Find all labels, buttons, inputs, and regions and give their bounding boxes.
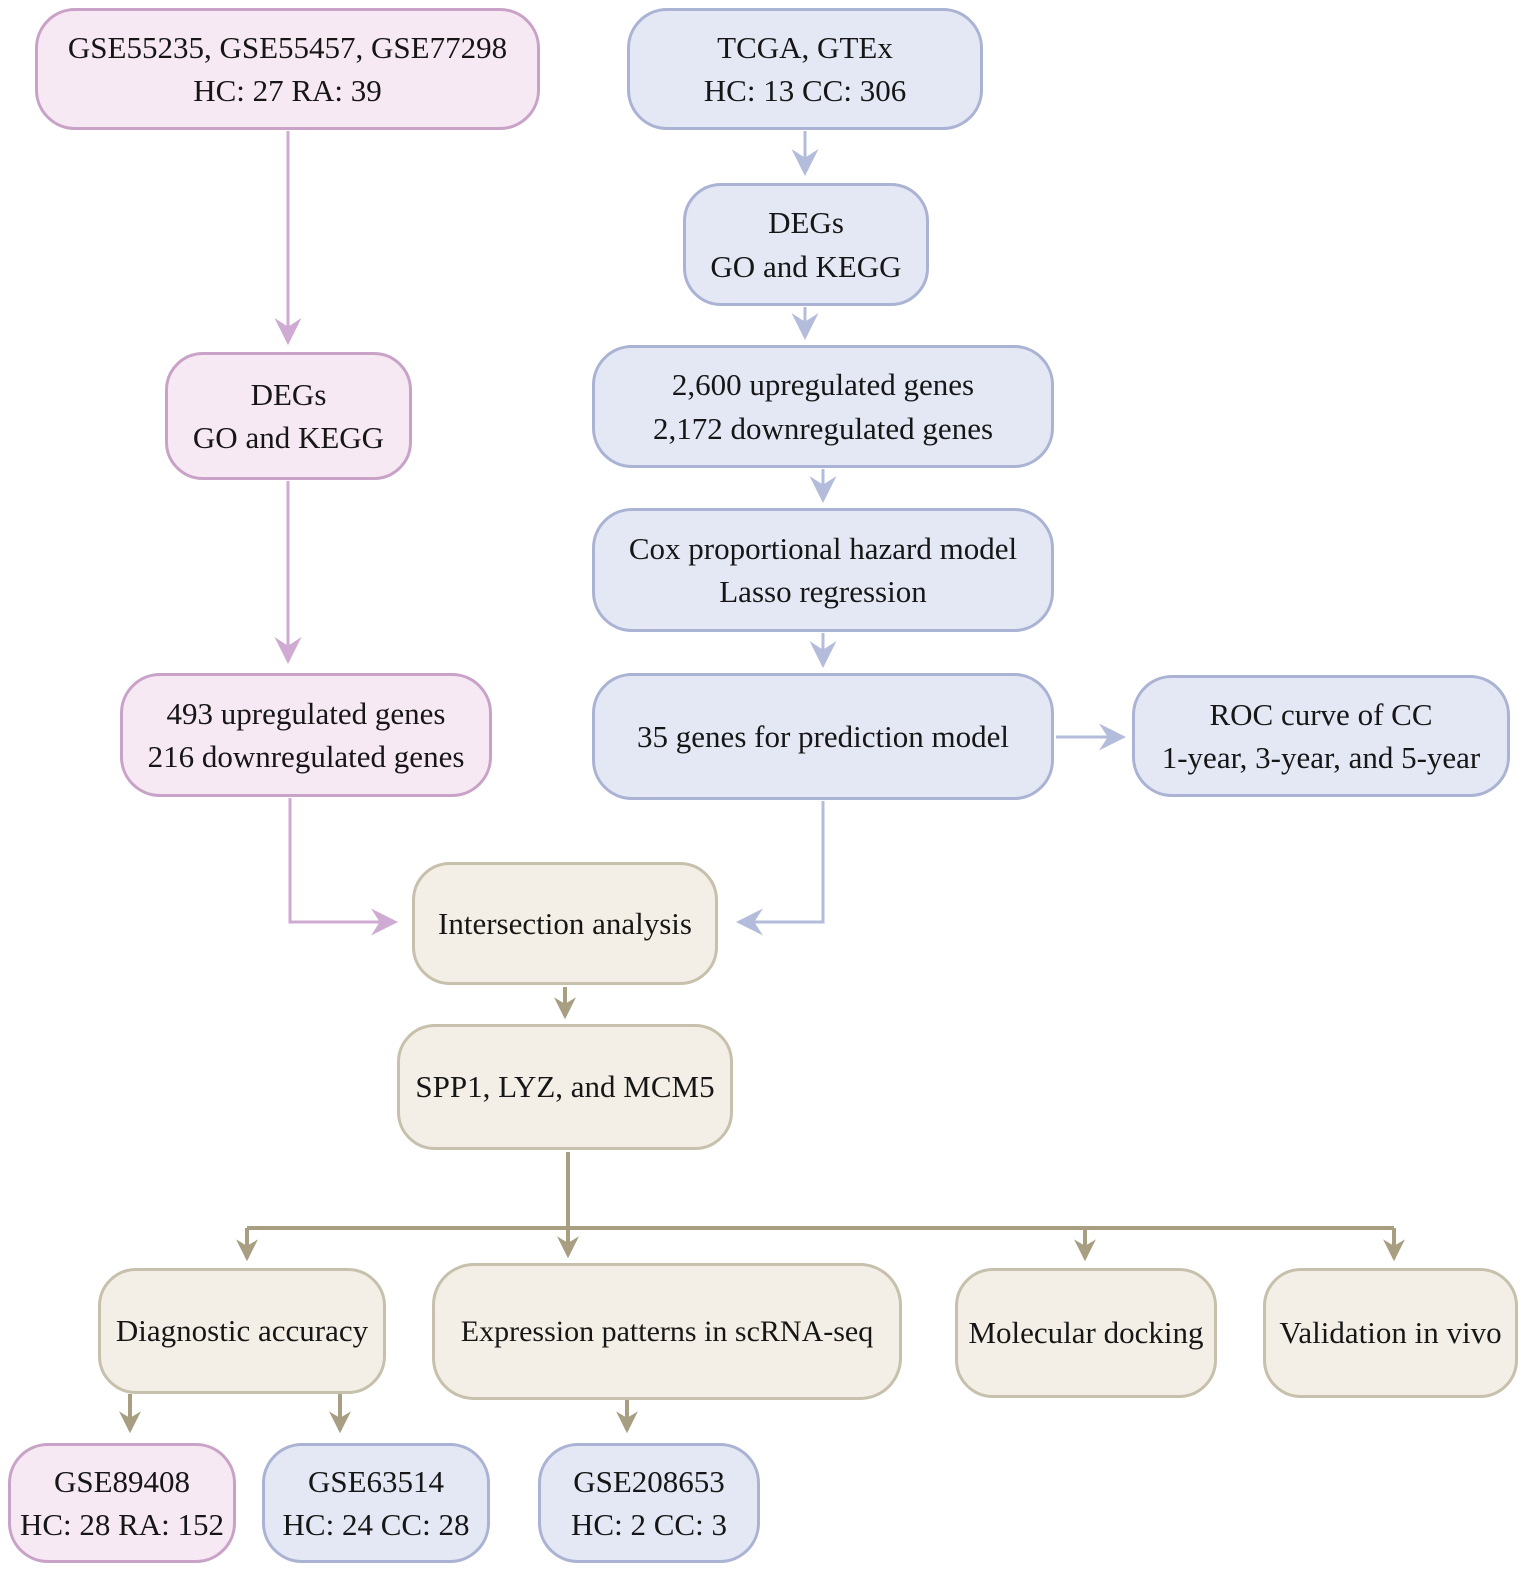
node-geo-ra-datasets-line2: HC: 27 RA: 39 (193, 73, 382, 108)
node-cc-deg-counts: 2,600 upregulated genes 2,172 downregula… (592, 345, 1054, 468)
node-cc-deg-counts-line1: 2,600 upregulated genes (671, 367, 975, 403)
node-gse89408: GSE89408 HC: 28 RA: 152 (8, 1443, 236, 1563)
node-roc-curve-line1: ROC curve of CC (1209, 696, 1433, 732)
node-tcga-gtex-line2: HC: 13 CC: 306 (703, 73, 907, 108)
node-intersection: Intersection analysis (412, 862, 718, 985)
node-gse89408-line1: GSE89408 (53, 1463, 191, 1499)
node-validation-vivo: Validation in vivo (1263, 1268, 1518, 1398)
node-tcga-gtex-line1: TCGA, GTEx (717, 29, 893, 65)
node-prediction-model: 35 genes for prediction model (592, 673, 1054, 800)
node-gse63514: GSE63514 HC: 24 CC: 28 (262, 1443, 490, 1563)
node-expression-patterns: Expression patterns in scRNA-seq (432, 1263, 902, 1400)
node-ra-degs: DEGs GO and KEGG (165, 352, 412, 480)
node-geo-ra-datasets-line1: GSE55235, GSE55457, GSE77298 (67, 29, 508, 65)
node-gse208653-line1: GSE208653 (573, 1463, 725, 1499)
node-intersection-line1: Intersection analysis (438, 905, 692, 941)
arrow-ra-counts-to-intersection (288, 798, 399, 936)
node-ra-deg-counts-line1: 493 upregulated genes (166, 695, 446, 731)
node-cc-degs: DEGs GO and KEGG (683, 183, 929, 306)
node-ra-deg-counts-line2: 216 downregulated genes (147, 739, 465, 774)
node-tcga-gtex: TCGA, GTEx HC: 13 CC: 306 (627, 8, 983, 130)
node-gse208653: GSE208653 HC: 2 CC: 3 (538, 1443, 760, 1563)
node-molecular-docking-line1: Molecular docking (968, 1315, 1204, 1351)
node-roc-curve-line2: 1-year, 3-year, and 5-year (1161, 740, 1481, 775)
node-gse63514-line2: HC: 24 CC: 28 (282, 1507, 470, 1542)
arrow-prediction-to-intersection (735, 801, 825, 936)
node-expression-patterns-line1: Expression patterns in scRNA-seq (460, 1314, 874, 1348)
node-cox-lasso-line2: Lasso regression (719, 574, 927, 609)
node-roc-curve: ROC curve of CC 1-year, 3-year, and 5-ye… (1132, 675, 1510, 797)
node-gse89408-line2: HC: 28 RA: 152 (19, 1507, 225, 1542)
node-cox-lasso-line1: Cox proportional hazard model (628, 530, 1018, 566)
node-cc-degs-line1: DEGs (768, 205, 844, 241)
node-hub-genes-line1: SPP1, LYZ, and MCM5 (415, 1069, 715, 1105)
node-prediction-model-line1: 35 genes for prediction model (637, 718, 1009, 754)
node-ra-deg-counts: 493 upregulated genes 216 downregulated … (120, 673, 492, 797)
node-ra-degs-line1: DEGs (250, 376, 327, 412)
node-cc-deg-counts-line2: 2,172 downregulated genes (652, 410, 994, 446)
node-molecular-docking: Molecular docking (955, 1268, 1217, 1398)
node-gse208653-line2: HC: 2 CC: 3 (571, 1507, 727, 1542)
node-validation-vivo-line1: Validation in vivo (1279, 1315, 1502, 1351)
node-hub-genes: SPP1, LYZ, and MCM5 (397, 1024, 733, 1150)
node-cc-degs-line2: GO and KEGG (710, 248, 902, 284)
node-geo-ra-datasets: GSE55235, GSE55457, GSE77298 HC: 27 RA: … (35, 8, 540, 130)
node-cox-lasso: Cox proportional hazard model Lasso regr… (592, 508, 1054, 632)
node-ra-degs-line2: GO and KEGG (192, 420, 385, 455)
node-diagnostic-accuracy: Diagnostic accuracy (98, 1268, 386, 1394)
node-diagnostic-accuracy-line1: Diagnostic accuracy (115, 1313, 369, 1349)
node-gse63514-line1: GSE63514 (307, 1463, 445, 1499)
